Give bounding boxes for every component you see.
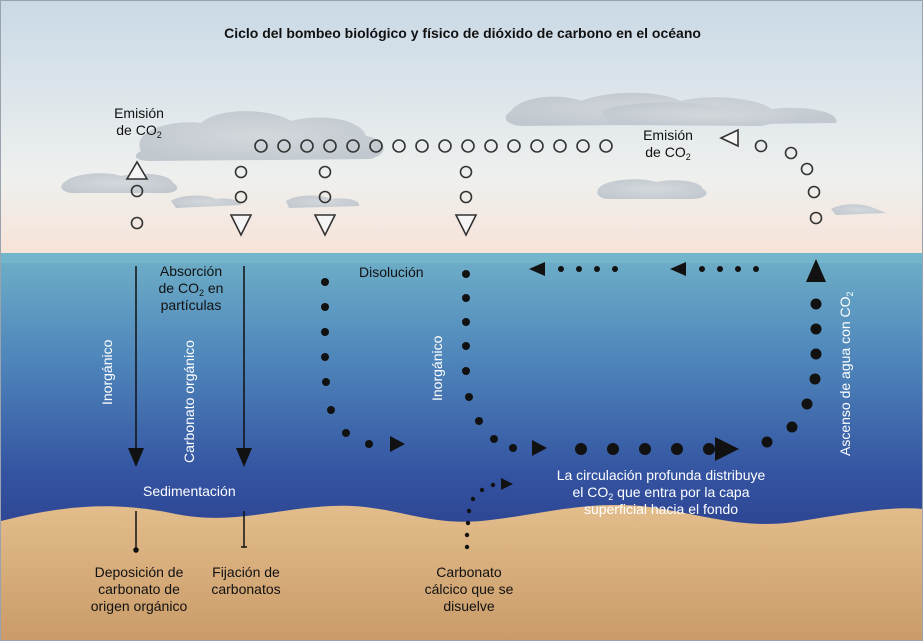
absorption-line2: de CO2 en	[158, 280, 224, 298]
emission-right-line2: de CO2	[645, 144, 691, 162]
dissolving-carbonate-label: Carbonato cálcico que se disuelve	[419, 564, 519, 615]
sea-surface-band	[1, 253, 922, 263]
hollow-triangles	[125, 128, 739, 237]
emission-right-label: Emisión de CO2	[636, 127, 700, 162]
surface-return	[529, 262, 759, 276]
dissolution-path	[321, 270, 547, 456]
emission-left-line1: Emisión	[114, 105, 164, 121]
dissolving-carbonate-line2: cálcico que se	[424, 581, 514, 597]
organic-deposition-line1: Deposición de	[94, 564, 184, 580]
deep-circulation-line2: el CO2 que entra por la capa	[572, 484, 750, 502]
absorption-line1: Absorción	[159, 263, 223, 279]
absorption-line3: partículas	[160, 297, 222, 313]
deep-circulation-line3: superficial hacia el fondo	[583, 501, 739, 517]
organic-deposition-line2: carbonato de	[98, 581, 180, 597]
diagram-title: Ciclo del bombeo biológico y físico de d…	[224, 25, 701, 41]
deep-circulation-line1: La circulación profunda distribuye	[556, 467, 766, 483]
upwelling-label: Ascenso de agua con CO2	[837, 291, 855, 456]
organic-deposition-label: Deposición de carbonato de origen orgáni…	[79, 564, 199, 615]
clouds	[61, 92, 886, 215]
inorganic-left-label: Inorgánico	[99, 339, 115, 405]
dissolution-label: Disolución	[359, 264, 424, 280]
sedimentation-arrows	[128, 266, 252, 553]
seabed	[1, 504, 922, 640]
sea	[1, 253, 922, 553]
organic-deposition-line3: origen orgánico	[90, 598, 188, 614]
co2-emission-row	[130, 139, 823, 230]
sedimentation-label: Sedimentación	[143, 483, 236, 499]
emission-right-line1: Emisión	[643, 127, 693, 143]
absorption-label: Absorción de CO2 en partículas	[151, 263, 231, 314]
deep-circulation	[575, 259, 826, 461]
carbonate-fixation-label: Fijación de carbonatos	[206, 564, 286, 598]
organic-carbonate-label: Carbonato orgánico	[181, 340, 197, 463]
emission-left-line2: de CO2	[116, 122, 162, 140]
calcium-carbonate-rise	[464, 478, 513, 550]
carbonate-fixation-line2: carbonatos	[211, 581, 281, 597]
dissolving-carbonate-line1: Carbonato	[436, 564, 502, 580]
sky	[1, 1, 922, 253]
emission-left-label: Emisión de CO2	[109, 105, 169, 140]
inorganic-middle-label: Inorgánico	[429, 335, 445, 401]
dissolving-carbonate-line3: disuelve	[443, 598, 495, 614]
deep-circulation-label: La circulación profunda distribuye el CO…	[521, 467, 801, 518]
carbonate-fixation-line1: Fijación de	[212, 564, 280, 580]
